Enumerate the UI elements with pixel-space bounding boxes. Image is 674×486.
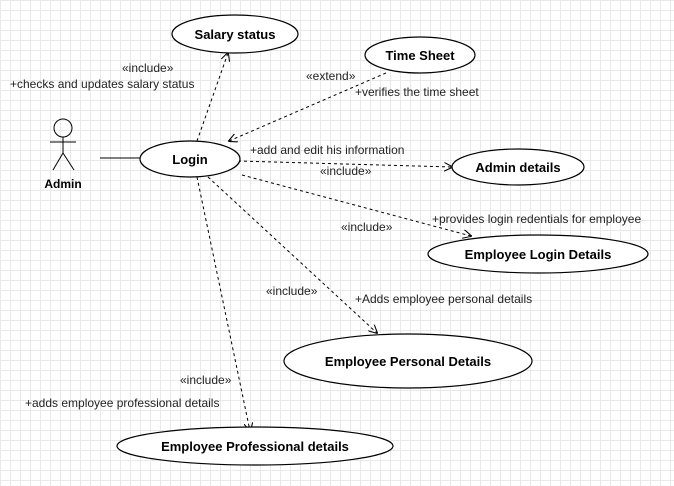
- use-case-admin-details[interactable]: Admin details: [451, 148, 585, 186]
- login-label: Login: [172, 152, 207, 167]
- use-case-employee-professional-details[interactable]: Employee Professional details: [116, 426, 394, 466]
- salary-note: +checks and updates salary status: [10, 77, 194, 91]
- admin-details-label: Admin details: [475, 160, 560, 175]
- personal-include-stereotype: «include»: [266, 284, 318, 298]
- use-case-employee-personal-details[interactable]: Employee Personal Details: [283, 333, 533, 389]
- employee-login-details-label: Employee Login Details: [465, 247, 612, 262]
- employee-personal-details-label: Employee Personal Details: [325, 354, 491, 369]
- use-case-employee-login-details[interactable]: Employee Login Details: [427, 234, 649, 274]
- login-salary-include-arrow: [196, 53, 228, 142]
- login-details-include-stereotype: «include»: [341, 220, 393, 234]
- use-case-salary-status[interactable]: Salary status: [171, 14, 299, 54]
- professional-note: +adds employee professional details: [25, 396, 219, 410]
- actor-right-leg: [62, 152, 75, 171]
- login-employee-personal-include-arrow: [207, 176, 377, 333]
- actor-left-leg: [52, 152, 64, 171]
- timesheet-login-extend-arrow: [229, 72, 387, 141]
- use-case-time-sheet[interactable]: Time Sheet: [364, 36, 476, 74]
- actor-name: Admin: [44, 177, 81, 191]
- timesheet-note: +verifies the time sheet: [355, 85, 479, 99]
- use-case-login[interactable]: Login: [139, 140, 241, 178]
- admin-include-stereotype: «include»: [320, 164, 372, 178]
- time-sheet-label: Time Sheet: [385, 48, 455, 63]
- salary-include-stereotype: «include»: [122, 61, 174, 75]
- admin-actor[interactable]: Admin: [44, 118, 82, 191]
- actor-head: [53, 118, 73, 138]
- salary-status-label: Salary status: [195, 27, 276, 42]
- login-employee-professional-include-arrow: [196, 176, 250, 431]
- timesheet-extend-stereotype: «extend»: [306, 69, 356, 83]
- login-details-note: +provides login redentials for employee: [432, 212, 641, 226]
- employee-professional-details-label: Employee Professional details: [161, 439, 349, 454]
- admin-note: +add and edit his information: [250, 143, 404, 157]
- professional-include-stereotype: «include»: [180, 373, 232, 387]
- personal-note: +Adds employee personal details: [355, 292, 532, 306]
